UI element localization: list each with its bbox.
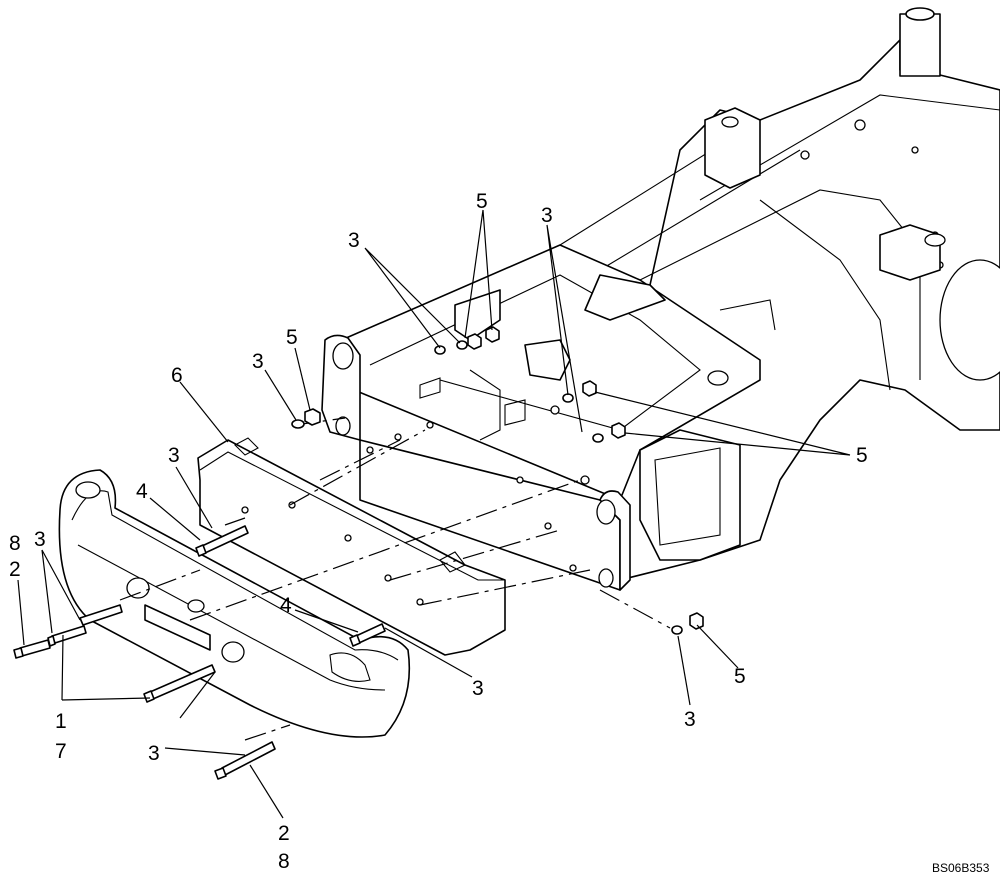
callout-7: 7 [55,740,67,763]
callout-5-right: 5 [856,444,868,467]
callout-3-top-right: 3 [541,204,553,227]
callouts: 5 3 3 5 3 6 5 3 4 8 2 3 4 3 1 7 5 3 3 2 … [9,190,868,873]
callout-4-upper: 4 [136,480,148,503]
fasteners [13,326,704,780]
callout-3-bottom: 3 [148,742,160,765]
callout-5-lower-right: 5 [734,665,746,688]
callout-3-mid: 3 [168,444,180,467]
callout-3-lower-right: 3 [684,708,696,731]
leader-lines [17,209,851,819]
callout-3-counterweight-right: 3 [472,677,484,700]
callout-5-top: 5 [476,190,488,213]
callout-6-counterweight: 6 [171,364,183,387]
counterweight [197,437,506,656]
callout-3-far-left: 3 [34,528,46,551]
callout-2-left: 2 [9,558,21,581]
callout-5-left: 5 [286,326,298,349]
callout-1: 1 [55,710,67,733]
callout-8-left: 8 [9,532,21,555]
callout-3-top-left: 3 [348,229,360,252]
callout-2-bottom: 2 [278,822,290,845]
callout-3-left: 3 [252,350,264,373]
callout-4-right: 4 [280,594,292,617]
callout-8-bottom: 8 [278,850,290,873]
reference-code: BS06B353 [932,861,990,875]
assembly-lines [119,417,671,741]
